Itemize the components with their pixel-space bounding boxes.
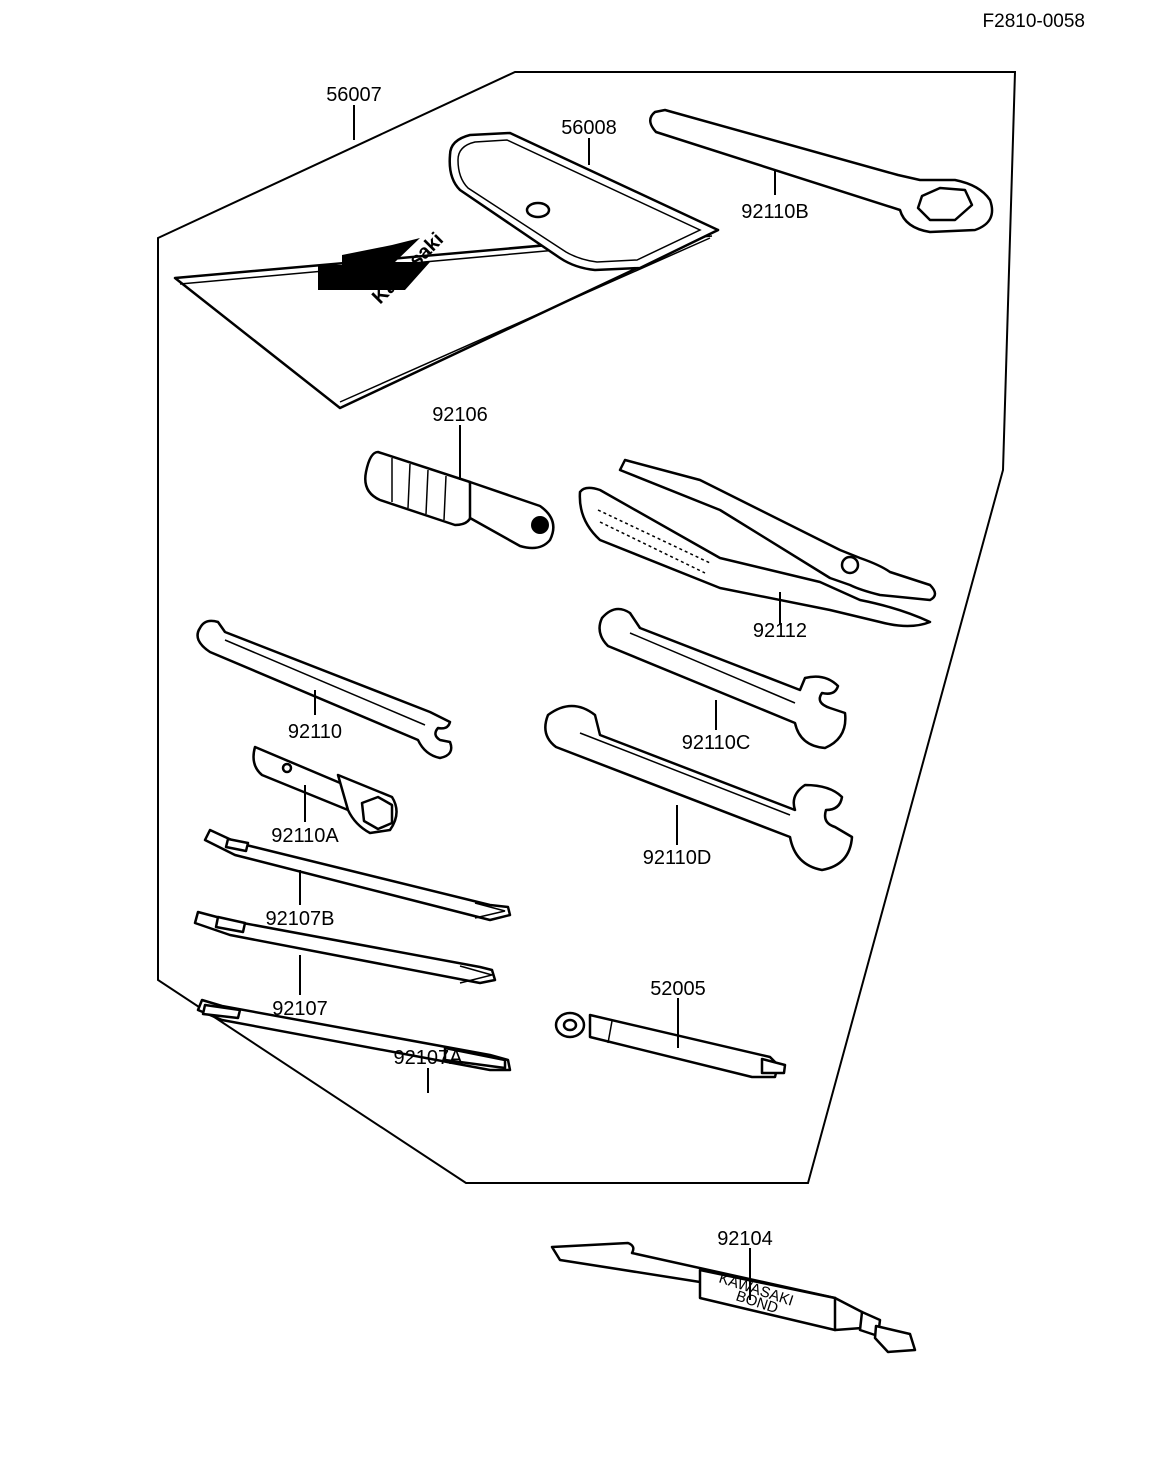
label-spark-plug-handle: 92106 [432,404,488,426]
leader-lines [299,105,781,1300]
screwdriver-b[interactable] [203,828,512,922]
label-wrench-small: 92110 [288,721,342,743]
label-bond-tube: 92104 [717,1228,773,1250]
label-ring-wrench: 92110B [741,201,808,223]
wrench-large[interactable] [544,704,854,872]
label-spark-plug-wrench: 92110A [271,825,339,847]
screwdriver[interactable] [193,910,497,985]
label-wrench-large: 92110D [643,847,712,869]
label-screwdriver-b: 92107B [266,908,335,930]
label-hex-wrench-tool: 52005 [650,978,706,1000]
drawing-code: F2810-0058 [983,11,1085,32]
label-tool-bag: 56008 [561,117,617,139]
wrench-small[interactable] [196,619,453,760]
label-screwdriver-a: 92107A [394,1047,464,1069]
pliers[interactable] [578,458,937,628]
spark-plug-wrench-handle[interactable] [364,450,555,550]
label-tool-kit: 56007 [326,84,382,106]
wrench-medium[interactable] [598,607,847,750]
label-wrench-medium: 92110C [682,732,751,754]
bond-tube[interactable]: KAWASAKI BOND [550,1241,917,1354]
spark-plug-wrench[interactable] [252,745,398,835]
label-pliers: 92112 [753,620,807,642]
tool-bag[interactable]: Kawasaki [173,131,720,410]
ring-wrench[interactable] [649,108,994,234]
screwdriver-a[interactable] [196,998,512,1072]
label-screwdriver: 92107 [272,998,328,1020]
hex-wrench-tool[interactable] [554,1011,787,1079]
